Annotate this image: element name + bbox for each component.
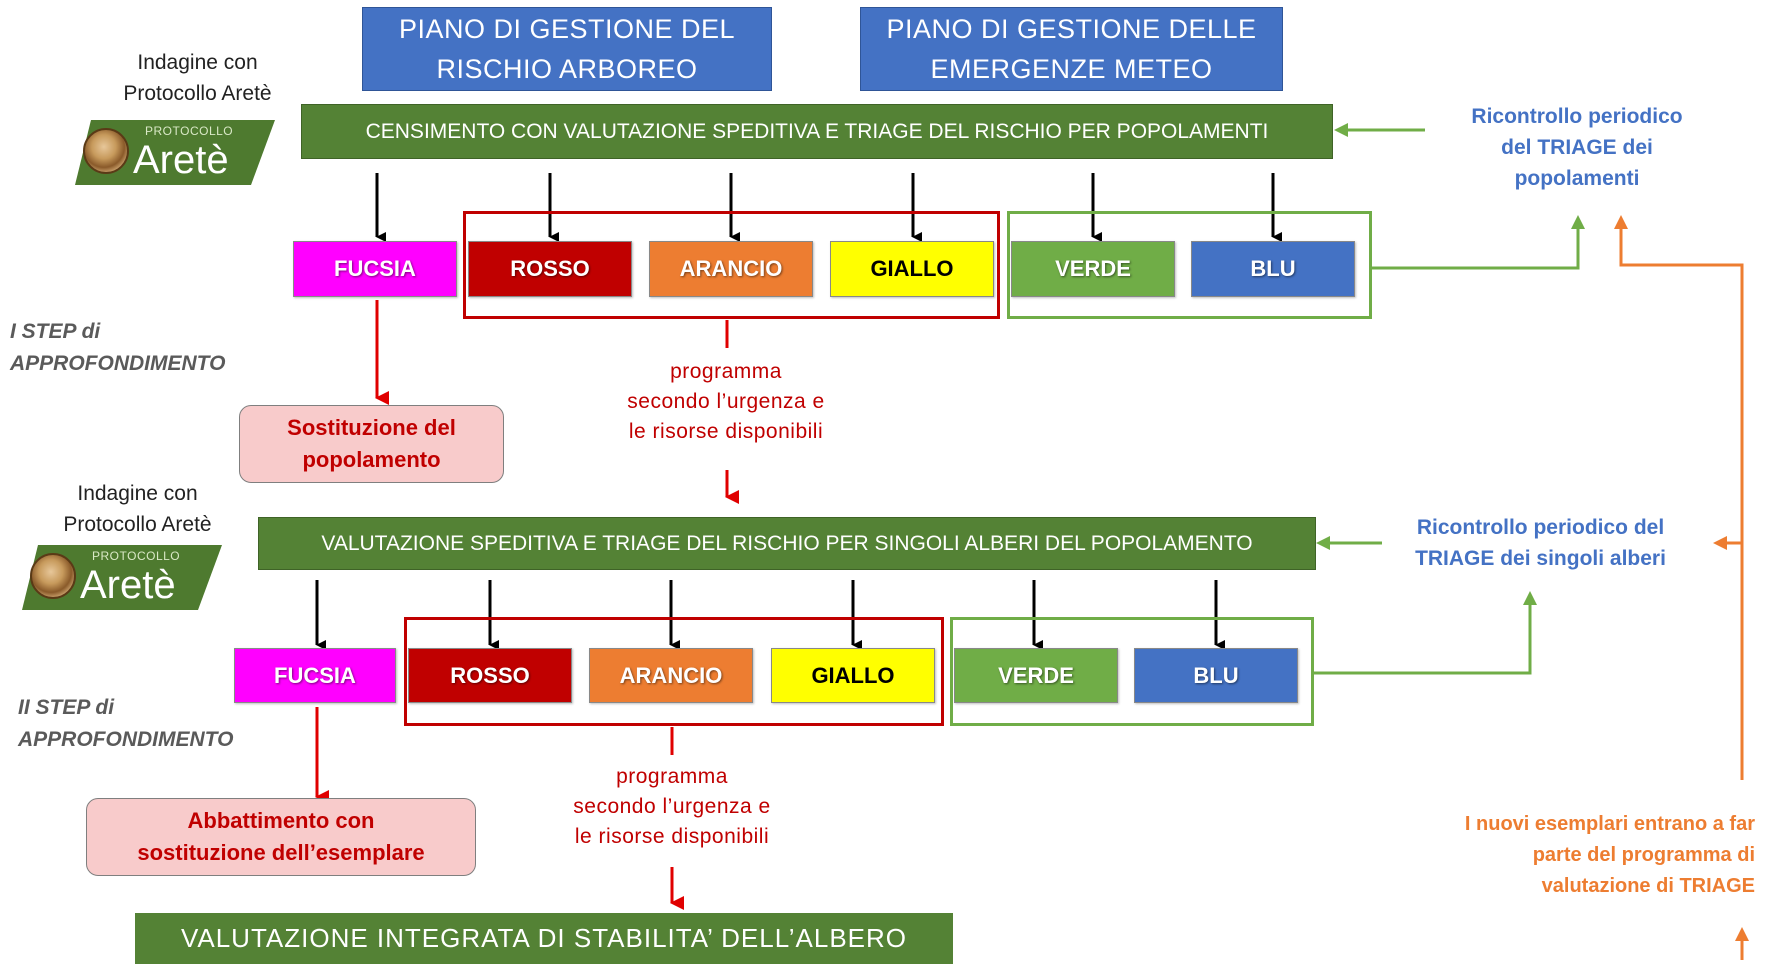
step2-category-verde: VERDE	[954, 648, 1118, 703]
step2-recheck-label: Ricontrollo periodico del TRIAGE dei sin…	[1415, 516, 1666, 570]
step2-banner: VALUTAZIONE SPEDITIVA E TRIAGE DEL RISCH…	[258, 517, 1316, 570]
step1-category-verde: VERDE	[1011, 241, 1175, 297]
logo-wordmark: Aretè	[133, 138, 229, 182]
step2-red-group	[404, 617, 944, 726]
step1-category-rosso: ROSSO	[468, 241, 632, 297]
step1-green-group	[1007, 211, 1372, 319]
step1-category-blu: BLU	[1191, 241, 1355, 297]
step2-green-group	[950, 617, 1314, 726]
step2-category-arancio: ARANCIO	[589, 648, 753, 703]
arete-logo-2: PROTOCOLLO Aretè	[22, 543, 227, 615]
step1-banner: CENSIMENTO CON VALUTAZIONE SPEDITIVA E T…	[301, 104, 1333, 159]
step2-category-rosso: ROSSO	[408, 648, 572, 703]
logo-emblem-icon	[83, 128, 129, 174]
step1-outcome: Sostituzione del popolamento	[239, 405, 504, 483]
step1-category-arancio: ARANCIO	[649, 241, 813, 297]
step2-category-fucsia: FUCSIA	[234, 648, 396, 703]
step1-survey-label: Indagine con Protocollo Aretè	[123, 51, 272, 105]
step2-program-note: programma secondo l’urgenza e le risorse…	[573, 765, 771, 848]
new-trees-note: I nuovi esemplari entrano a far parte de…	[1464, 813, 1755, 897]
logo-small-text: PROTOCOLLO	[92, 549, 181, 563]
step2-category-giallo: GIALLO	[771, 648, 935, 703]
logo-emblem-icon	[30, 553, 76, 599]
logo-wordmark: Aretè	[80, 563, 176, 607]
arete-logo: PROTOCOLLO Aretè	[75, 118, 280, 190]
step2-category-blu: BLU	[1134, 648, 1298, 703]
step2-survey-label: Indagine con Protocollo Aretè	[63, 482, 212, 536]
plan-weather-emergencies: PIANO DI GESTIONE DELLE EMERGENZE METEO	[860, 7, 1283, 91]
step1-category-giallo: GIALLO	[830, 241, 994, 297]
step1-recheck-label: Ricontrollo periodico del TRIAGE dei pop…	[1471, 105, 1683, 190]
logo-small-text: PROTOCOLLO	[145, 124, 234, 138]
step1-program-note: programma secondo l’urgenza e le risorse…	[627, 360, 825, 443]
step2-outcome: Abbattimento con sostituzione dell’esemp…	[86, 798, 476, 876]
plan-tree-risk: PIANO DI GESTIONE DEL RISCHIO ARBOREO	[362, 7, 772, 91]
final-evaluation: VALUTAZIONE INTEGRATA DI STABILITA’ DELL…	[135, 913, 953, 964]
step1-label: I STEP di APPROFONDIMENTO	[10, 320, 226, 375]
step1-red-group	[463, 211, 1000, 319]
step1-category-fucsia: FUCSIA	[293, 241, 457, 297]
step2-label: II STEP di APPROFONDIMENTO	[18, 696, 234, 751]
